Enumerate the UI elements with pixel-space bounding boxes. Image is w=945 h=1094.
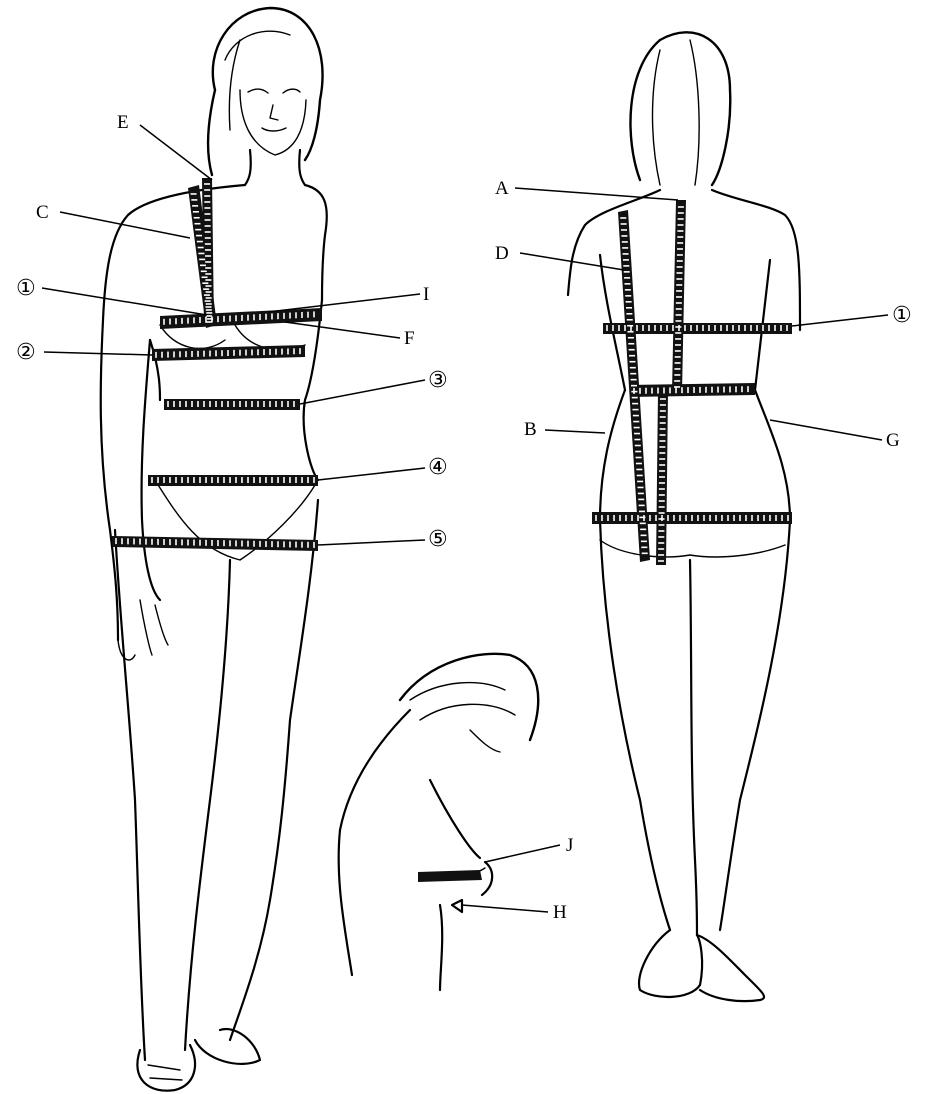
label-circled-2: ② bbox=[16, 340, 36, 365]
label-C: C bbox=[36, 202, 49, 223]
label-H: H bbox=[553, 902, 567, 923]
label-G: G bbox=[886, 430, 900, 451]
bent-tape bbox=[418, 870, 482, 882]
label-circled-1-front: ① bbox=[16, 276, 36, 301]
front-tape-4 bbox=[148, 475, 318, 486]
label-circled-4: ④ bbox=[428, 455, 448, 480]
tape-ticks bbox=[116, 184, 314, 548]
front-tape-5 bbox=[112, 536, 318, 551]
label-circled-3: ③ bbox=[428, 368, 448, 393]
back-figure bbox=[568, 32, 800, 1001]
label-A: A bbox=[495, 178, 509, 199]
label-circled-1-back: ① bbox=[892, 303, 912, 328]
label-circled-5: ⑤ bbox=[428, 527, 448, 552]
label-I: I bbox=[423, 284, 429, 305]
front-tape-E bbox=[202, 178, 214, 325]
label-F: F bbox=[404, 328, 415, 349]
label-J: J bbox=[566, 835, 573, 856]
bent-figure bbox=[339, 654, 539, 990]
back-tape-center bbox=[656, 392, 668, 565]
front-figure bbox=[101, 8, 327, 1091]
front-tape-3 bbox=[164, 399, 300, 410]
label-D: D bbox=[495, 243, 509, 264]
label-E: E bbox=[117, 112, 129, 133]
label-B: B bbox=[524, 419, 537, 440]
